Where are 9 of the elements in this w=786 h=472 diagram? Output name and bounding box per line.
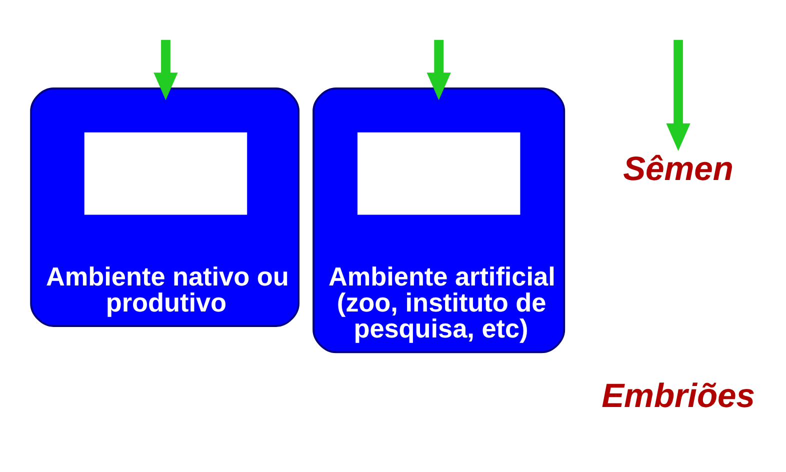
node-box bbox=[84, 132, 248, 214]
arrow bbox=[426, 39, 451, 100]
cluster: Ambiente artificial (zoo, instituto de pesquisa, etc) bbox=[312, 87, 566, 353]
label: Embriões bbox=[602, 378, 755, 415]
arrow bbox=[154, 39, 178, 100]
cluster: Ambiente nativo ou produtivo bbox=[30, 87, 300, 326]
node-box bbox=[357, 132, 520, 214]
arrow bbox=[666, 39, 690, 150]
node-text: Sêmen bbox=[623, 150, 734, 188]
